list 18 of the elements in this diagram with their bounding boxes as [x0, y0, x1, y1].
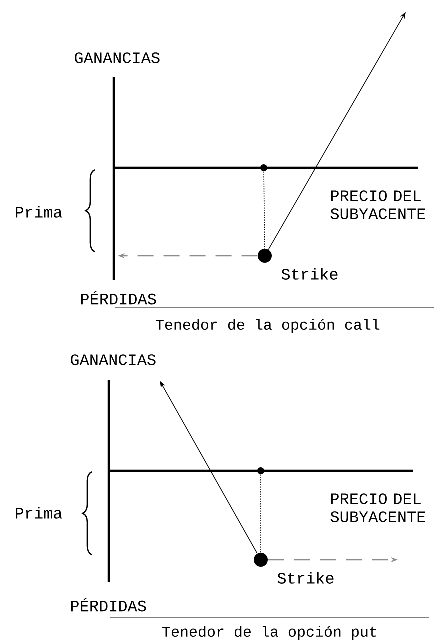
strike-label: Strike: [278, 572, 334, 584]
strike-label: Strike: [282, 268, 338, 280]
axis-label: PRECIO DEL SUBYACENTE: [330, 494, 426, 522]
axis-label: Prima: [16, 206, 62, 218]
axis-label: GANANCIAS: [75, 52, 160, 64]
dotted-line: [264, 171, 266, 250]
dot: [258, 468, 264, 474]
dot: [254, 553, 268, 567]
axis-label: PRECIO DEL SUBYACENTE: [330, 190, 426, 220]
caption: Tenedor de la opción call: [156, 319, 380, 333]
dotted-line: [260, 474, 262, 554]
dot: [258, 249, 272, 263]
dot: [260, 164, 268, 172]
caption: Tenedor de la opción put: [162, 626, 376, 640]
axis-label: Prima: [16, 507, 62, 519]
axis-label: GANANCIAS: [71, 354, 156, 366]
axis-label: PÉRDIDAS: [71, 598, 146, 612]
axis-label: PÉRDIDAS: [81, 291, 156, 305]
